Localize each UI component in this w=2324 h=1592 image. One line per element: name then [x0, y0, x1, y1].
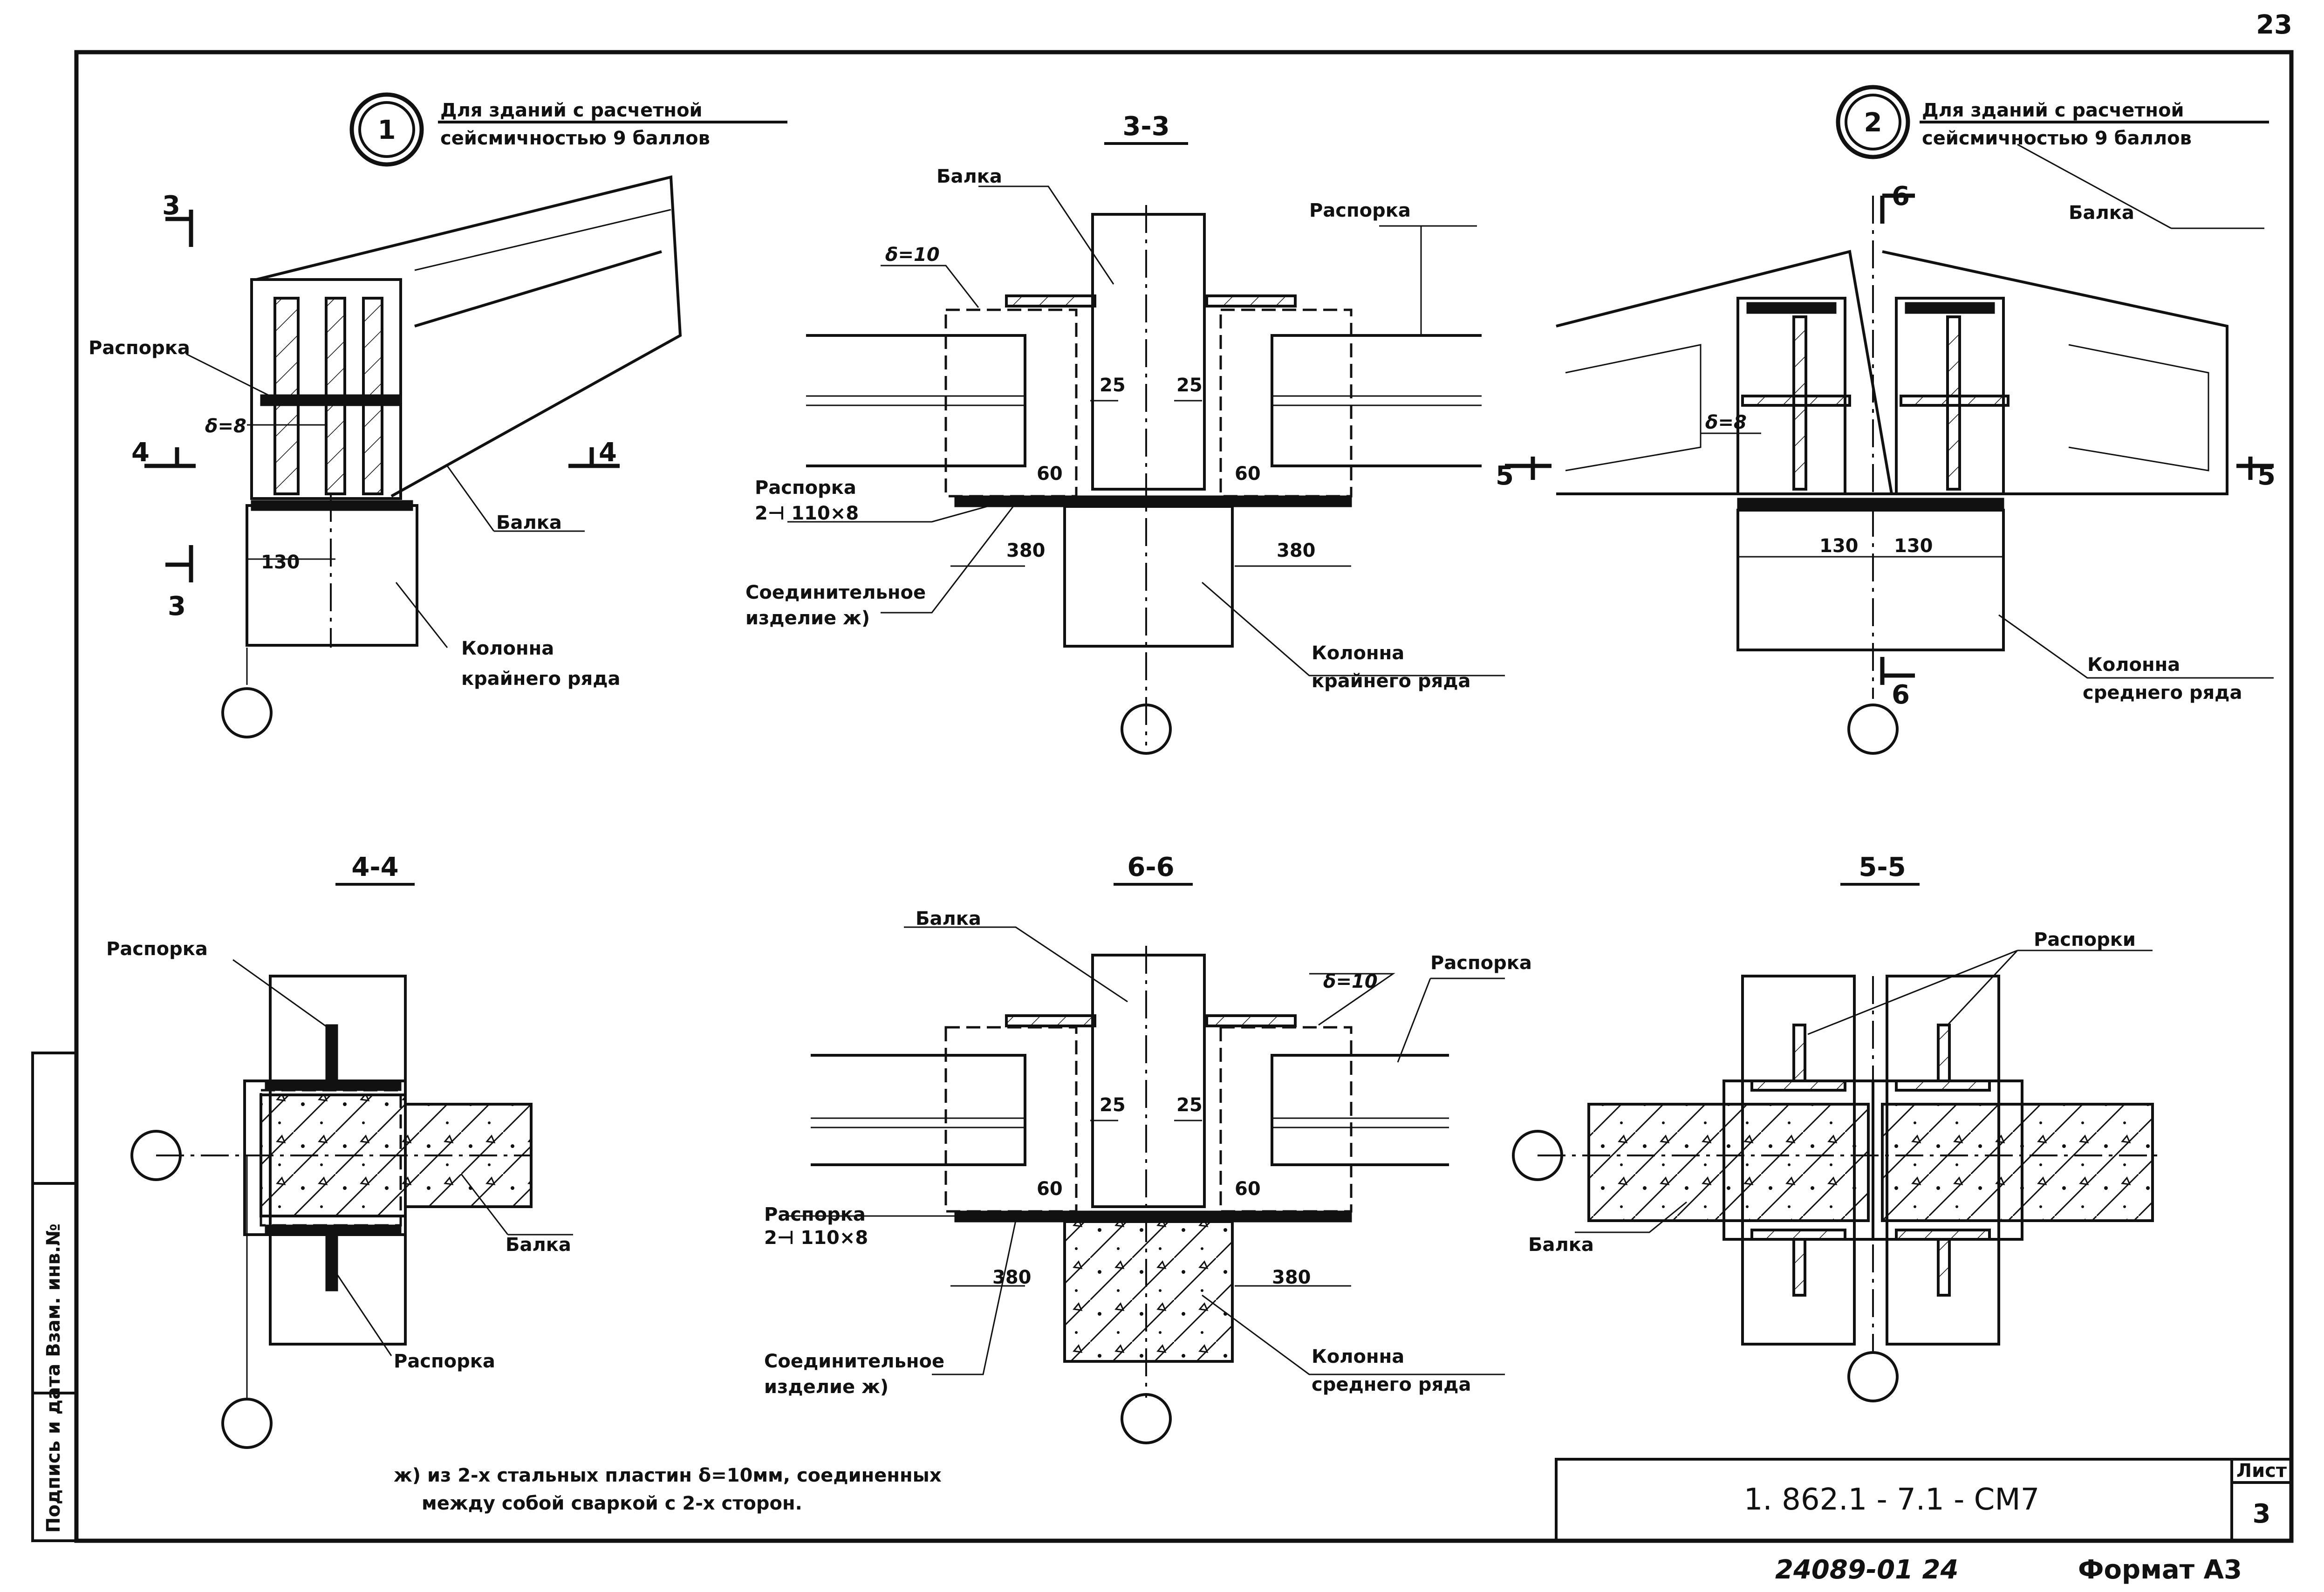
section-4-4-title: 4-4 [351, 852, 398, 882]
s55-label-balka: Балка [1528, 1234, 1594, 1256]
side-stamp-text: Подпись и дата Взам. инв.№ [43, 1223, 64, 1533]
section-3-3 [787, 185, 1505, 755]
section-5-5-title: 5-5 [1859, 852, 1906, 882]
s33-label-delta10: δ=10 [885, 244, 940, 266]
document-code: 1. 862.1 - 7.1 - СМ7 [1744, 1483, 2040, 1517]
s33-dim-25b: 25 [1176, 375, 1203, 396]
list-label: Лист [2236, 1460, 2287, 1482]
s33-dim-380b: 380 [1277, 540, 1316, 561]
s33-label-raspor: Распорка [1309, 200, 1411, 221]
cut-mark-5-right: 5 [2257, 461, 2276, 491]
el2-label-srednego: среднего ряда [2083, 682, 2242, 704]
el2-dim-130b: 130 [1894, 535, 1933, 557]
section-4-4 [130, 959, 573, 1449]
cut-mark-3-bottom: 3 [168, 591, 186, 622]
s33-label-kraynego: крайнего ряда [1312, 670, 1470, 692]
cut-mark-5-left: 5 [1496, 461, 1514, 491]
s66-label-raspor-bottom: Распорка [764, 1204, 866, 1225]
section-6-6-title: 6-6 [1127, 852, 1174, 882]
cut-mark-6-bottom: 6 [1892, 680, 1910, 710]
page-number: 23 [2256, 10, 2292, 40]
s66-dim-25b: 25 [1176, 1094, 1203, 1116]
variant-1-line2: сейсмичностью 9 баллов [440, 128, 710, 149]
variant-2-marker [1836, 85, 2269, 159]
s66-plate-spec: 2⊣ 110×8 [764, 1227, 868, 1249]
cut-mark-3-top: 3 [162, 191, 180, 221]
s33-label-balka: Балка [936, 166, 1002, 187]
s66-label-srednego: среднего ряда [1312, 1374, 1471, 1395]
el2-label-kolonna: Колонна [2087, 654, 2180, 676]
el1-label-kraynego: крайнего ряда [461, 668, 620, 690]
elevation-1 [144, 175, 682, 738]
sheet-frame [31, 50, 2294, 1543]
s66-label-balka: Балка [916, 908, 981, 929]
cut-mark-6-top: 6 [1892, 181, 1910, 212]
el1-label-balka: Балка [496, 512, 562, 533]
s44-label-balka: Балка [506, 1234, 571, 1256]
format-label: Формат А3 [2078, 1555, 2242, 1585]
s55-label-raspori: Распорки [2034, 929, 2136, 950]
el2-dim-130a: 130 [1819, 535, 1859, 557]
el1-dim-130: 130 [261, 552, 300, 573]
s33-dim-380a: 380 [1006, 540, 1046, 561]
list-number: 3 [2253, 1499, 2271, 1529]
s33-plate-spec: 2⊣ 110×8 [755, 503, 859, 524]
cut-mark-4-right: 4 [599, 437, 617, 468]
s66-dim-380b: 380 [1272, 1267, 1311, 1288]
section-6-6 [787, 926, 1505, 1444]
variant-1-line1: Для зданий с расчетной [440, 100, 703, 121]
s66-label-soed2: изделие ж) [764, 1376, 889, 1398]
s33-dim-60b: 60 [1235, 463, 1261, 485]
section-5-5 [1512, 950, 2162, 1402]
s66-dim-25a: 25 [1100, 1094, 1126, 1116]
s44-label-raspor-bottom: Распорка [394, 1351, 495, 1372]
s66-dim-60a: 60 [1037, 1178, 1063, 1200]
s44-label-raspor-top: Распорка [106, 938, 208, 960]
variant-2-number: 2 [1864, 108, 1882, 138]
variant-2-line2: сейсмичностью 9 баллов [1922, 128, 2192, 149]
s66-dim-380a: 380 [992, 1267, 1032, 1288]
s66-label-delta10: δ=10 [1323, 971, 1378, 992]
el1-label-delta8: δ=8 [205, 416, 246, 437]
elevation-2 [1505, 143, 2274, 755]
el1-label-raspor: Распорка [89, 337, 190, 359]
variant-2-line1: Для зданий с расчетной [1922, 100, 2184, 121]
s33-label-raspor-bottom: Распорка [755, 477, 856, 499]
s66-label-soed1: Соединительное [764, 1351, 944, 1372]
variant-1-number: 1 [378, 115, 396, 145]
s33-dim-60a: 60 [1037, 463, 1063, 485]
s66-label-kolonna: Колонна [1312, 1346, 1404, 1367]
variant-1-marker [349, 92, 787, 167]
el2-label-delta8: δ=8 [1705, 412, 1747, 433]
section-3-3-title: 3-3 [1122, 111, 1169, 142]
footnote-line2: между собой сваркой с 2-х сторон. [422, 1493, 802, 1514]
s33-label-soed2: изделие ж) [745, 608, 870, 629]
el1-label-kolonna: Колонна [461, 638, 554, 659]
s33-dim-25a: 25 [1100, 375, 1126, 396]
el2-label-balka: Балка [2069, 202, 2134, 224]
footnote-line1: ж) из 2-х стальных пластин δ=10мм, соеди… [394, 1465, 942, 1486]
cut-mark-4-left: 4 [131, 437, 150, 468]
s66-label-raspor: Распорка [1430, 952, 1532, 974]
inventory-stamp: 24089-01 24 [1775, 1555, 1958, 1585]
s66-dim-60b: 60 [1235, 1178, 1261, 1200]
s33-label-soed1: Соединительное [745, 582, 926, 603]
s33-label-kolonna: Колонна [1312, 642, 1404, 664]
